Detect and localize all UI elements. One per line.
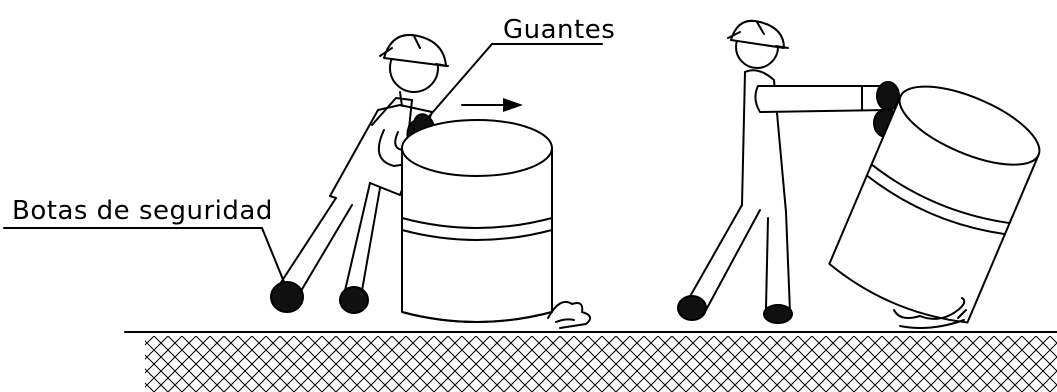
boots-callout: Botas de seguridad — [4, 196, 284, 282]
boots-label: Botas de seguridad — [12, 196, 273, 226]
boots-left-worker — [271, 282, 368, 313]
push-direction-arrow — [462, 98, 523, 112]
gloves-label: Guantes — [503, 15, 615, 45]
boots-right-worker — [678, 296, 792, 323]
left-drum — [402, 120, 590, 328]
ground — [125, 332, 1057, 392]
